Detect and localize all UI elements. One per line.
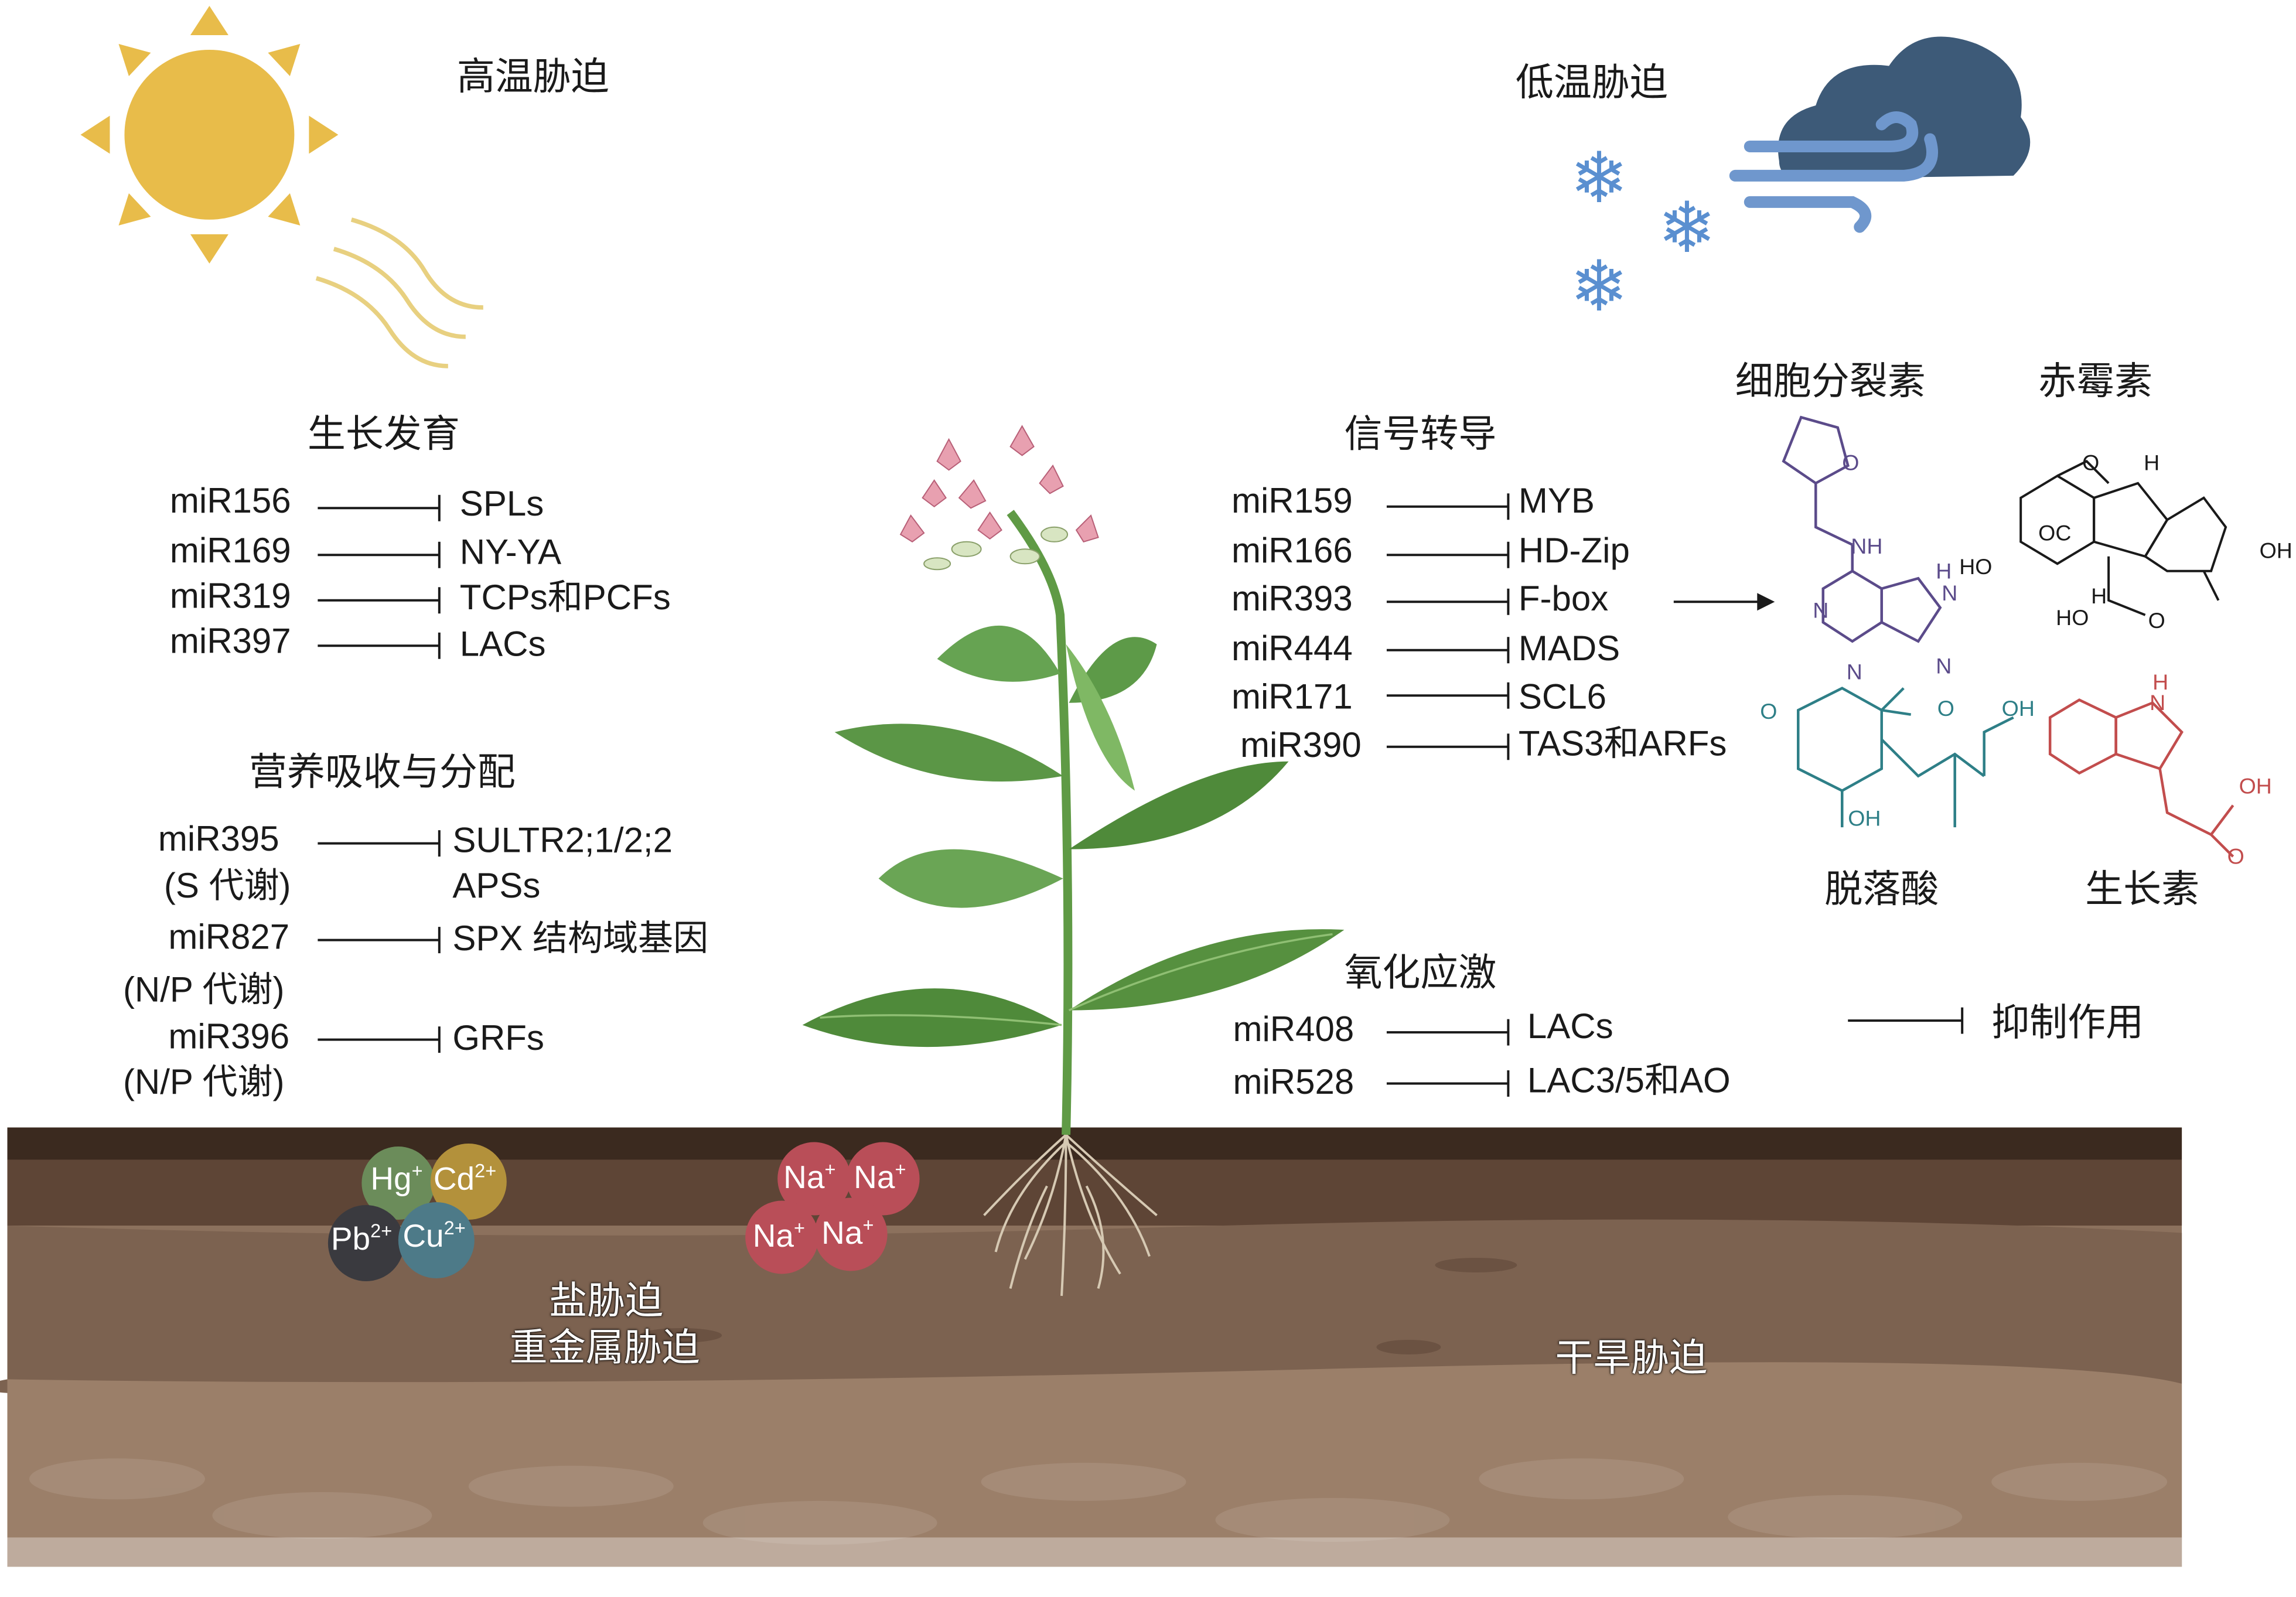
atom-label: N: [1942, 581, 1958, 606]
atom-label: NH: [1851, 534, 1883, 559]
mirna-label: miR528: [1233, 1063, 1355, 1103]
ion-label: Pb2+: [330, 1220, 393, 1257]
metabolism-note: (N/P 代谢): [122, 971, 285, 1011]
mirna-label: miR159: [1231, 482, 1353, 521]
mirna-label: miR827: [168, 918, 290, 958]
target-label: LACs: [1527, 1007, 1613, 1047]
legend-inhibition-label: 抑制作用: [1991, 1001, 2144, 1046]
metabolism-note: (N/P 代谢): [122, 1063, 285, 1103]
target-label: TCPs和PCFs: [459, 578, 671, 618]
mirna-label: miR444: [1231, 629, 1353, 670]
ion-circle: [745, 1200, 819, 1274]
target-label: SPX 结构域基因: [452, 919, 708, 960]
mirna-label: miR396: [168, 1018, 290, 1057]
ion-label: Cu2+: [402, 1217, 466, 1254]
ion-label: Na+: [821, 1214, 874, 1251]
atom-label: H: [2144, 451, 2160, 476]
atom-label: N: [1813, 599, 1829, 624]
mirna-label: miR169: [169, 531, 291, 571]
mirna-label: miR166: [1231, 531, 1353, 571]
target-label: TAS3和ARFs: [1518, 725, 1727, 765]
ion-label: Hg+: [370, 1159, 423, 1197]
snowflake-icon: ❄: [1657, 187, 1717, 269]
mirna-label: miR393: [1231, 579, 1353, 620]
atom-label: OH: [2001, 697, 2035, 722]
atom-label: OH: [2259, 538, 2292, 564]
target-label: MYB: [1518, 482, 1595, 521]
abscisic-acid-title: 脱落酸: [1824, 868, 1939, 913]
ion-label: Cd2+: [433, 1159, 497, 1197]
target-label: HD-Zip: [1518, 531, 1630, 571]
atom-label: O: [2082, 451, 2100, 476]
target-label: SULTR2;1/2;2: [452, 821, 673, 861]
soil: [0, 1127, 2182, 1596]
atom-label: H: [2152, 670, 2169, 696]
signal-title: 信号转导: [1344, 412, 1497, 457]
mirna-label: miR395: [158, 820, 279, 860]
metabolism-note: (S 代谢): [163, 866, 291, 907]
mirna-label: miR319: [169, 576, 291, 617]
salt-stress-label: 盐胁迫: [549, 1279, 664, 1324]
roots: [983, 1134, 1158, 1296]
snowflake-icon: ❄: [1570, 245, 1629, 328]
atom-label: OC: [2038, 521, 2072, 547]
atom-label: O: [2148, 609, 2165, 634]
sun: [80, 5, 339, 264]
atom-label: O: [1842, 451, 1860, 476]
atom-label: OH: [1848, 807, 1881, 832]
atom-label: N: [1846, 660, 1862, 685]
atom-label: OH: [2239, 774, 2272, 800]
flowers: [899, 425, 1099, 571]
atom-label: H: [2091, 584, 2107, 609]
target-label: F-box: [1518, 579, 1609, 620]
atom-label: N: [1936, 654, 1952, 680]
atom-label: O: [2227, 845, 2244, 870]
atom-label: H: [1936, 559, 1952, 585]
ion-circle: [398, 1202, 475, 1278]
growth-title: 生长发育: [307, 412, 460, 457]
mirna-label: miR171: [1231, 678, 1353, 718]
ion-circle: [814, 1197, 888, 1271]
drought-stress-label: 干旱胁迫: [1555, 1336, 1708, 1381]
atom-label: HO: [2056, 606, 2089, 632]
heavy-metal-stress-label: 重金属胁迫: [509, 1326, 700, 1371]
ion-circle: [327, 1205, 404, 1281]
target-label: LACs: [459, 625, 546, 665]
snowflake-icon: ❄: [1570, 137, 1629, 220]
atom-label: HO: [1959, 555, 1993, 580]
target-label: APSs: [452, 866, 541, 907]
ion-label: Na+: [783, 1158, 836, 1196]
target-label: GRFs: [452, 1019, 544, 1059]
atom-label: O: [1760, 699, 1778, 725]
cold-stress-label: 低温胁迫: [1515, 61, 1668, 105]
cytokinin-title: 细胞分裂素: [1735, 360, 1926, 404]
mirna-label: miR390: [1240, 726, 1362, 766]
atom-label: O: [1937, 697, 1954, 722]
cloud: [1729, 36, 2031, 233]
oxidative-title: 氧化应激: [1344, 951, 1497, 996]
gibberellin-title: 赤霉素: [2038, 360, 2153, 404]
heat-stress-label: 高温胁迫: [456, 55, 609, 100]
ion-label: Na+: [752, 1217, 805, 1254]
nutrition-title: 营养吸收与分配: [248, 751, 516, 796]
target-label: LAC3/5和AO: [1527, 1062, 1731, 1101]
target-label: MADS: [1518, 629, 1620, 670]
ion-label: Na+: [854, 1158, 906, 1196]
mirna-label: miR397: [169, 622, 291, 662]
target-label: NY-YA: [459, 533, 562, 573]
auxin-title: 生长素: [2085, 868, 2200, 913]
plant: [802, 510, 1345, 1135]
target-label: SPLs: [459, 484, 544, 524]
mirna-label: miR156: [169, 482, 291, 521]
mirna-label: miR408: [1233, 1010, 1355, 1050]
heat-waves: [315, 217, 483, 368]
target-label: SCL6: [1518, 678, 1606, 718]
atom-label: N: [2150, 691, 2166, 716]
